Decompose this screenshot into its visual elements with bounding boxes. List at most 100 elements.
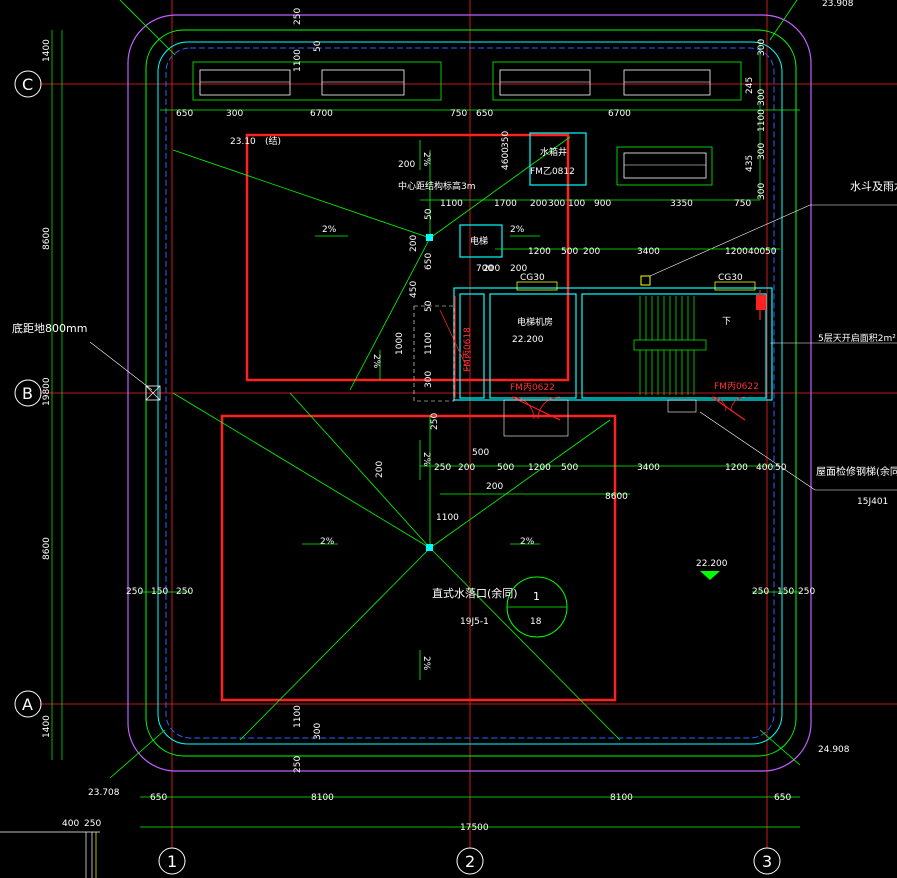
parapet-outer bbox=[127, 14, 812, 772]
dim-lv-0: 1400 bbox=[42, 39, 52, 62]
drains bbox=[145, 234, 433, 551]
label-center-height: 中心距结构标高3m bbox=[398, 180, 476, 192]
dim-top-3: 650 bbox=[476, 109, 493, 119]
label-fm-mid: FM丙0622 bbox=[510, 382, 555, 393]
label-shaft-left: 底距地800mm bbox=[12, 321, 87, 335]
dim-stairmid-1: 200 bbox=[510, 264, 527, 274]
dim-top-1: 6700 bbox=[310, 109, 333, 119]
dim-misc-11: 200 bbox=[409, 235, 419, 252]
label-window-note: 5层天开启面积2m² bbox=[818, 332, 896, 344]
label-drain-sheet: 18 bbox=[530, 617, 542, 627]
label-corner-bl: 23.708 bbox=[88, 788, 120, 798]
dim-lv-1: 8600 bbox=[42, 227, 52, 250]
bottom-left-detail bbox=[0, 831, 100, 878]
dim-misc-1: 250 bbox=[293, 756, 303, 773]
label-stair-down: 下 bbox=[722, 317, 731, 327]
dim-stair-5: 400 bbox=[748, 247, 765, 257]
label-drain-ref: 19J5-1 bbox=[460, 617, 489, 627]
door-swings bbox=[439, 309, 746, 420]
label-elev-right: 22.200 bbox=[696, 559, 728, 569]
label-elev-222: 22.200 bbox=[512, 335, 544, 345]
dim-side-l0: 250 bbox=[126, 587, 143, 597]
dim-bot-0: 650 bbox=[150, 793, 167, 803]
label-fm-right: FM丙0622 bbox=[714, 381, 759, 392]
dim-misc-17: 650 bbox=[424, 253, 434, 270]
dim-misc-18: 700 bbox=[476, 264, 493, 274]
dim-misc-2: 1100 bbox=[293, 49, 303, 72]
dim-top-4: 6700 bbox=[608, 109, 631, 119]
dim-misc-6: 250 bbox=[430, 413, 440, 430]
dim-low-5: 500 bbox=[561, 463, 578, 473]
dim-mid-7: 750 bbox=[734, 199, 751, 209]
dim-misc-10: 50 bbox=[424, 208, 434, 220]
dim-stair-0: 1200 bbox=[528, 247, 551, 257]
elevation-marker bbox=[700, 571, 720, 580]
dim-low-7: 1200 bbox=[725, 463, 748, 473]
dim-low-2: 500 bbox=[472, 448, 489, 458]
label-drain: 直式水落口(余同) bbox=[432, 586, 518, 600]
slope-lines bbox=[172, 136, 621, 741]
roof-equipment bbox=[192, 61, 742, 186]
label-cg1: CG30 bbox=[520, 273, 545, 283]
dim-lv-4: 19800 bbox=[42, 377, 52, 406]
dim-misc-7: 4600 bbox=[501, 147, 511, 170]
dim-bot-1: 8100 bbox=[311, 793, 334, 803]
dim-stairmid-0: 200 bbox=[483, 264, 500, 274]
dim-side-l1: 150 bbox=[151, 587, 168, 597]
label-elev-left: 23.10 bbox=[230, 137, 256, 147]
dim-mid-5: 900 bbox=[594, 199, 611, 209]
dim-rv-5: 435 bbox=[745, 155, 755, 172]
axis-b: B bbox=[22, 384, 33, 403]
leaders bbox=[89, 204, 897, 491]
dim-stair-4: 1200 bbox=[725, 247, 748, 257]
dim-bot-2: 8100 bbox=[610, 793, 633, 803]
dimension-lines bbox=[51, 30, 800, 828]
dim-mid-2: 200 bbox=[530, 199, 547, 209]
dim-side-l2: 250 bbox=[176, 587, 193, 597]
label-fm-vert: FM丙0618 bbox=[462, 327, 473, 372]
drain-zone-upper bbox=[245, 133, 570, 382]
dim-mid-0: 1100 bbox=[440, 199, 463, 209]
dim-side-r2: 250 bbox=[798, 587, 815, 597]
dim-stair-3: 3400 bbox=[637, 247, 660, 257]
dim-stair-6: 50 bbox=[765, 247, 777, 257]
label-roof-ladder: 屋面检修钢梯(余同) bbox=[816, 465, 897, 478]
label-drain-num: 1 bbox=[533, 590, 540, 603]
dim-lower2-0: 200 bbox=[486, 482, 503, 492]
axis-bubbles bbox=[14, 70, 781, 875]
dim-misc-4: 50 bbox=[313, 40, 323, 52]
dim-lv-2: 8600 bbox=[42, 537, 52, 560]
slope-4: 2% bbox=[520, 537, 535, 547]
slope-5: 2% bbox=[421, 152, 431, 167]
label-corner-tr: 23.908 bbox=[822, 0, 854, 9]
red-hatch bbox=[756, 295, 766, 310]
dim-bl-0: 400 bbox=[62, 819, 79, 829]
dim-rv-2: 300 bbox=[757, 89, 767, 106]
core-structure bbox=[453, 132, 773, 401]
label-elevator: 电梯 bbox=[470, 235, 488, 247]
side-stair bbox=[413, 305, 455, 402]
slope-2: 2% bbox=[510, 225, 525, 235]
dim-misc-0: 250 bbox=[293, 8, 303, 25]
dim-stair-2: 200 bbox=[583, 247, 600, 257]
dim-rv-0: 300 bbox=[757, 39, 767, 56]
dim-mid-3: 300 bbox=[548, 199, 565, 209]
parapet-inner bbox=[157, 41, 783, 745]
step-box bbox=[503, 399, 569, 437]
dim-mid-1: 1700 bbox=[494, 199, 517, 209]
label-elevator-room: 电梯机房 bbox=[517, 316, 553, 328]
parapet bbox=[127, 14, 812, 772]
dim-misc-21: 1100 bbox=[436, 513, 459, 523]
axis-3: 3 bbox=[762, 852, 772, 871]
dim-low-9: 50 bbox=[775, 463, 787, 473]
slope-1: 2% bbox=[322, 225, 337, 235]
dim-low-4: 1200 bbox=[528, 463, 551, 473]
dim-rv-4: 300 bbox=[757, 143, 767, 160]
slope-arrows bbox=[302, 140, 540, 680]
corner-diagonals bbox=[109, 0, 801, 779]
dim-side-r0: 250 bbox=[752, 587, 769, 597]
dim-rv-1: 245 bbox=[745, 77, 755, 94]
step-box-right bbox=[667, 399, 697, 413]
dim-lv-3: 1400 bbox=[42, 715, 52, 738]
dim-misc-5: 300 bbox=[226, 109, 243, 119]
